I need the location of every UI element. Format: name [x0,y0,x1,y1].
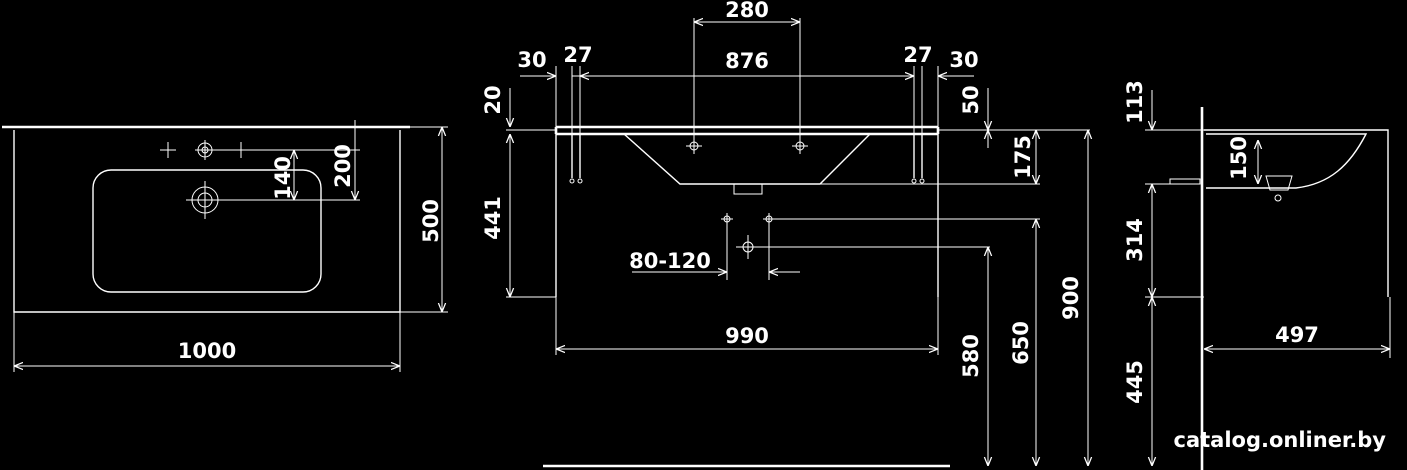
dim-tap-spacing: 280 [725,0,769,22]
cabinet-outline [555,134,939,297]
dim-drain-range: 80-120 [629,249,711,273]
front-view: 80-120 280 30 27 876 27 30 20 441 50 175 [481,0,1090,468]
dim-right-edge: 30 [949,48,978,72]
tap-hole-icon [160,142,176,158]
dim-cabinet-height: 441 [481,196,505,240]
top-view-outline [13,130,401,313]
dim-side-bowl: 150 [1227,136,1251,180]
drain-icon [186,181,226,219]
dim-front-width: 1000 [178,339,236,363]
dim-basin-hole: 140 [271,156,295,200]
drain-icon [763,213,775,225]
dim-basin-tap: 200 [331,144,355,188]
dim-front-depth: 500 [419,199,443,243]
front-slab [554,125,940,136]
dim-side-depth: 497 [1275,323,1319,347]
watermark[interactable]: catalog.onliner.by [1174,428,1387,452]
bowl-outline [623,133,871,185]
side-bowl-outline [1206,133,1368,189]
dim-right-bracket: 27 [903,43,932,67]
drain-icon [736,235,760,259]
dim-side-thickness: 50 [959,85,983,114]
tap-hole-icon [195,140,215,160]
dim-side-leg: 445 [1123,360,1147,404]
side-view: 113 314 445 150 497 [1123,80,1391,470]
dim-bowl-depth: 175 [1011,135,1035,179]
dim-floor-top: 650 [1009,321,1033,365]
drain-body [733,183,763,195]
dim-side-cabinet: 314 [1123,218,1147,262]
dim-cabinet-width: 990 [725,324,769,348]
basin-outline [92,169,322,293]
dim-floor-rim: 900 [1059,276,1083,320]
dim-floor-drain: 580 [959,334,983,378]
dim-top-thickness: 20 [481,85,505,114]
drain-icon [721,213,733,225]
dim-left-bracket: 27 [563,43,592,67]
dim-inner-width: 876 [725,49,769,73]
dim-left-edge: 30 [517,48,546,72]
dim-side-top: 113 [1123,80,1147,124]
side-slab [1204,129,1389,140]
top-view: 140 200 500 1000 [2,120,448,372]
